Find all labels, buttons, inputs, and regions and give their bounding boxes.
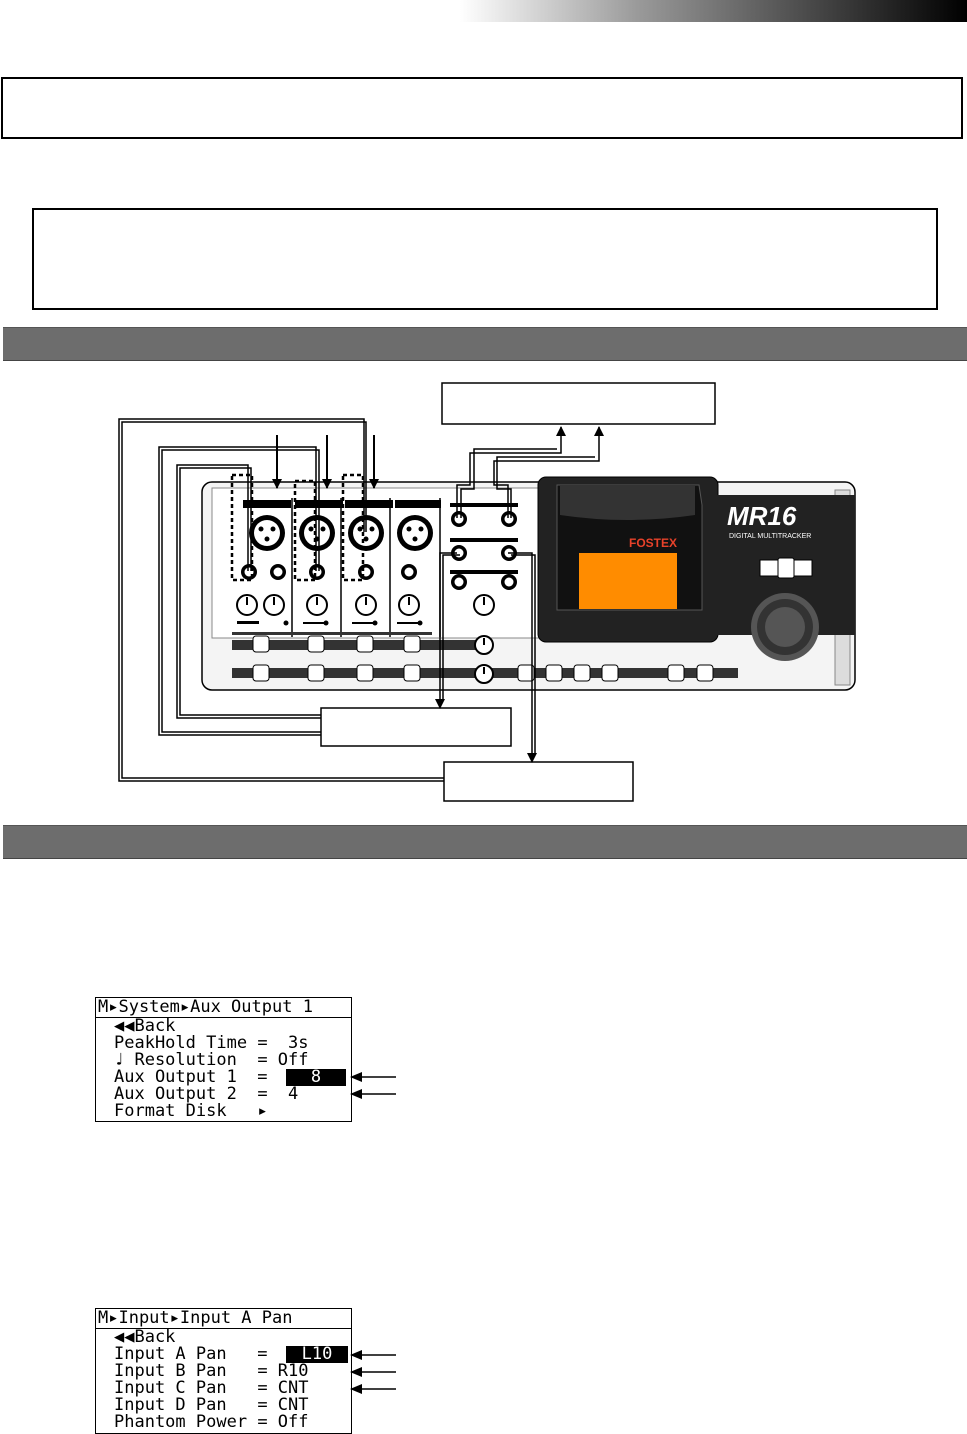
section-bar-connection (3, 327, 967, 361)
note-box (32, 208, 938, 310)
header-gradient-bar (460, 0, 967, 22)
input-arrows (272, 435, 379, 489)
input-cables (118, 418, 444, 782)
aux-output-1-value[interactable]: 8 (286, 1069, 346, 1086)
menu-item-aux-output-1[interactable]: Aux Output 1 = 8 (96, 1069, 351, 1086)
pointer-arrow-icon (350, 1350, 396, 1360)
lcd-screen-aux-output: M▸System▸Aux Output 1 ◀◀Back PeakHold Ti… (95, 997, 352, 1122)
model-subtitle: DIGITAL MULTITRACKER (729, 533, 811, 540)
xlr-input-c (348, 515, 384, 551)
button-rows (232, 632, 738, 684)
pointer-arrow-icon (350, 1089, 396, 1099)
display-panel: FOSTEX MR16 DIGITAL MULTITRACKER (537, 476, 855, 661)
menu-item-aux-output-2[interactable]: Aux Output 2 = 4 (114, 1084, 299, 1104)
pointer-arrow-icon (350, 1072, 396, 1082)
model-name: MR16 (727, 501, 797, 531)
lcd-title: M▸Input▸Input A Pan (96, 1309, 351, 1329)
jack-highlight (230, 473, 365, 582)
xlr-input-a (249, 515, 285, 551)
title-box (1, 77, 963, 139)
lcd-display (579, 553, 677, 609)
menu-item-input-c-pan[interactable]: Input C Pan = CNT (114, 1378, 309, 1398)
menu-item-format-disk[interactable]: Format Disk ▸ (114, 1101, 268, 1121)
menu-item-phantom-power[interactable]: Phantom Power = Off (114, 1412, 309, 1432)
pointer-arrow-icon (350, 1367, 396, 1377)
menu-item-peakhold[interactable]: PeakHold Time = 3s (114, 1033, 309, 1053)
menu-item-resolution[interactable]: ♩ Resolution = Off (114, 1050, 309, 1070)
destination-box-bottom (443, 761, 634, 802)
brand-logo: FOSTEX (629, 536, 677, 550)
menu-item-input-d-pan[interactable]: Input D Pan = CNT (114, 1395, 309, 1415)
lcd-title: M▸System▸Aux Output 1 (96, 998, 351, 1018)
trim-knobs (236, 594, 495, 626)
xlr-input-b (299, 515, 335, 551)
destination-box-middle (320, 707, 512, 747)
menu-item-input-a-pan[interactable]: Input A Pan = L10 (96, 1346, 351, 1363)
output-cables (435, 426, 604, 763)
menu-item-input-b-pan[interactable]: Input B Pan = R10 (114, 1361, 309, 1381)
menu-item-back[interactable]: ◀◀Back (114, 1327, 176, 1347)
connection-diagram: FOSTEX MR16 DIGITAL MULTITRACKER (118, 382, 856, 802)
lcd-screen-input-pan: M▸Input▸Input A Pan ◀◀Back Input A Pan =… (95, 1308, 352, 1434)
xlr-input-d (397, 515, 433, 551)
input-a-pan-value[interactable]: L10 (286, 1346, 348, 1363)
section-bar-settings (3, 825, 967, 859)
menu-item-back[interactable]: ◀◀Back (114, 1016, 176, 1036)
pointer-arrow-icon (350, 1384, 396, 1394)
destination-box-top (441, 382, 716, 425)
